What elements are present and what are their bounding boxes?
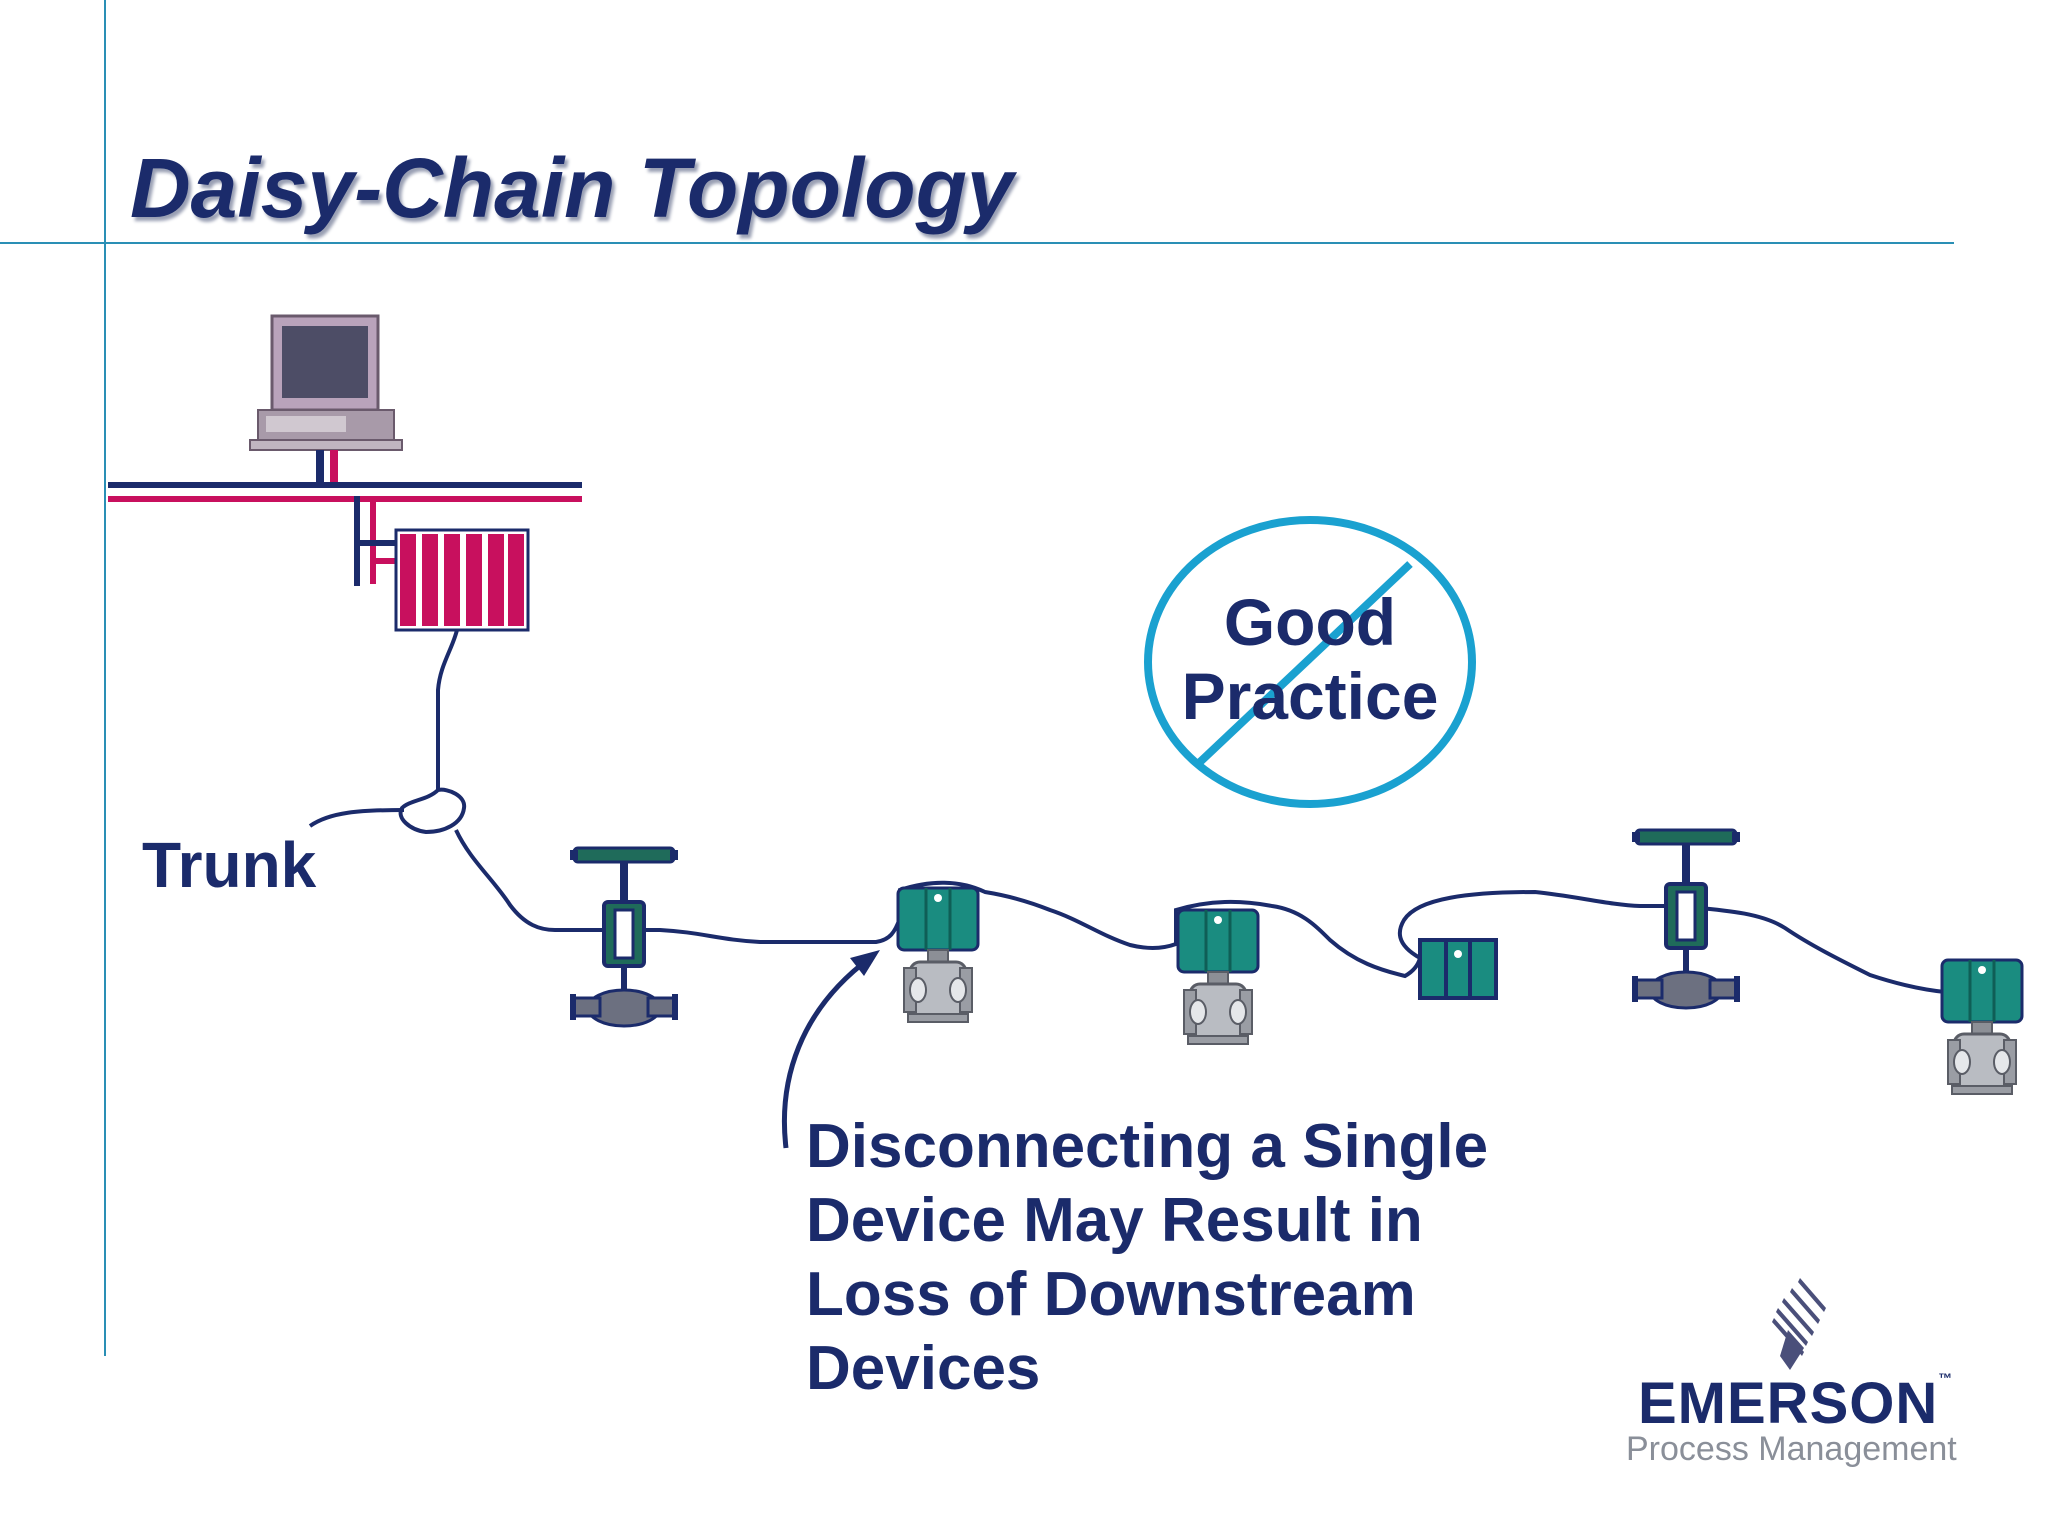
emerson-logo: EMERSON™ Process Management [1620,1278,1980,1478]
trunk-label: Trunk [142,829,317,901]
controller-io-rack [394,528,530,632]
pressure-transmitter-3 [1940,958,2024,1096]
no-good-practice-sign: Good Practice [1140,512,1480,812]
control-valve-2 [1630,828,1742,1010]
computer-icon [249,314,403,484]
prohibition-icon [1144,516,1476,808]
pressure-transmitter-1 [896,886,980,1024]
pressure-transmitter-2 [1176,908,1260,1046]
warning-line-3: Loss of Downstream [806,1260,1416,1329]
no-sign-line2: Practice [1181,659,1439,733]
warning-line-2: Device May Result in [806,1186,1423,1255]
trunk-pointer [308,808,405,828]
emerson-subtitle: Process Management [1626,1430,1957,1468]
junction-block [1418,938,1498,1000]
vertical-rule [104,0,106,1356]
warning-text: Disconnecting a Single Device May Result… [806,1110,1488,1406]
emerson-wordmark: EMERSON™ [1638,1370,1954,1436]
daisy-chain-cable [580,880,1946,994]
slide-title: Daisy-Chain Topology [130,141,1014,235]
control-valve-1 [568,846,680,1028]
control-network-bus [108,482,582,586]
trunk-cable [398,629,580,932]
horizontal-rule [0,242,1954,244]
emerson-logo-icon [1772,1278,1826,1370]
warning-line-1: Disconnecting a Single [806,1112,1489,1181]
warning-line-4: Devices [806,1334,1041,1403]
warning-arrow [781,950,880,1149]
no-sign-line1: Good [1223,585,1397,659]
